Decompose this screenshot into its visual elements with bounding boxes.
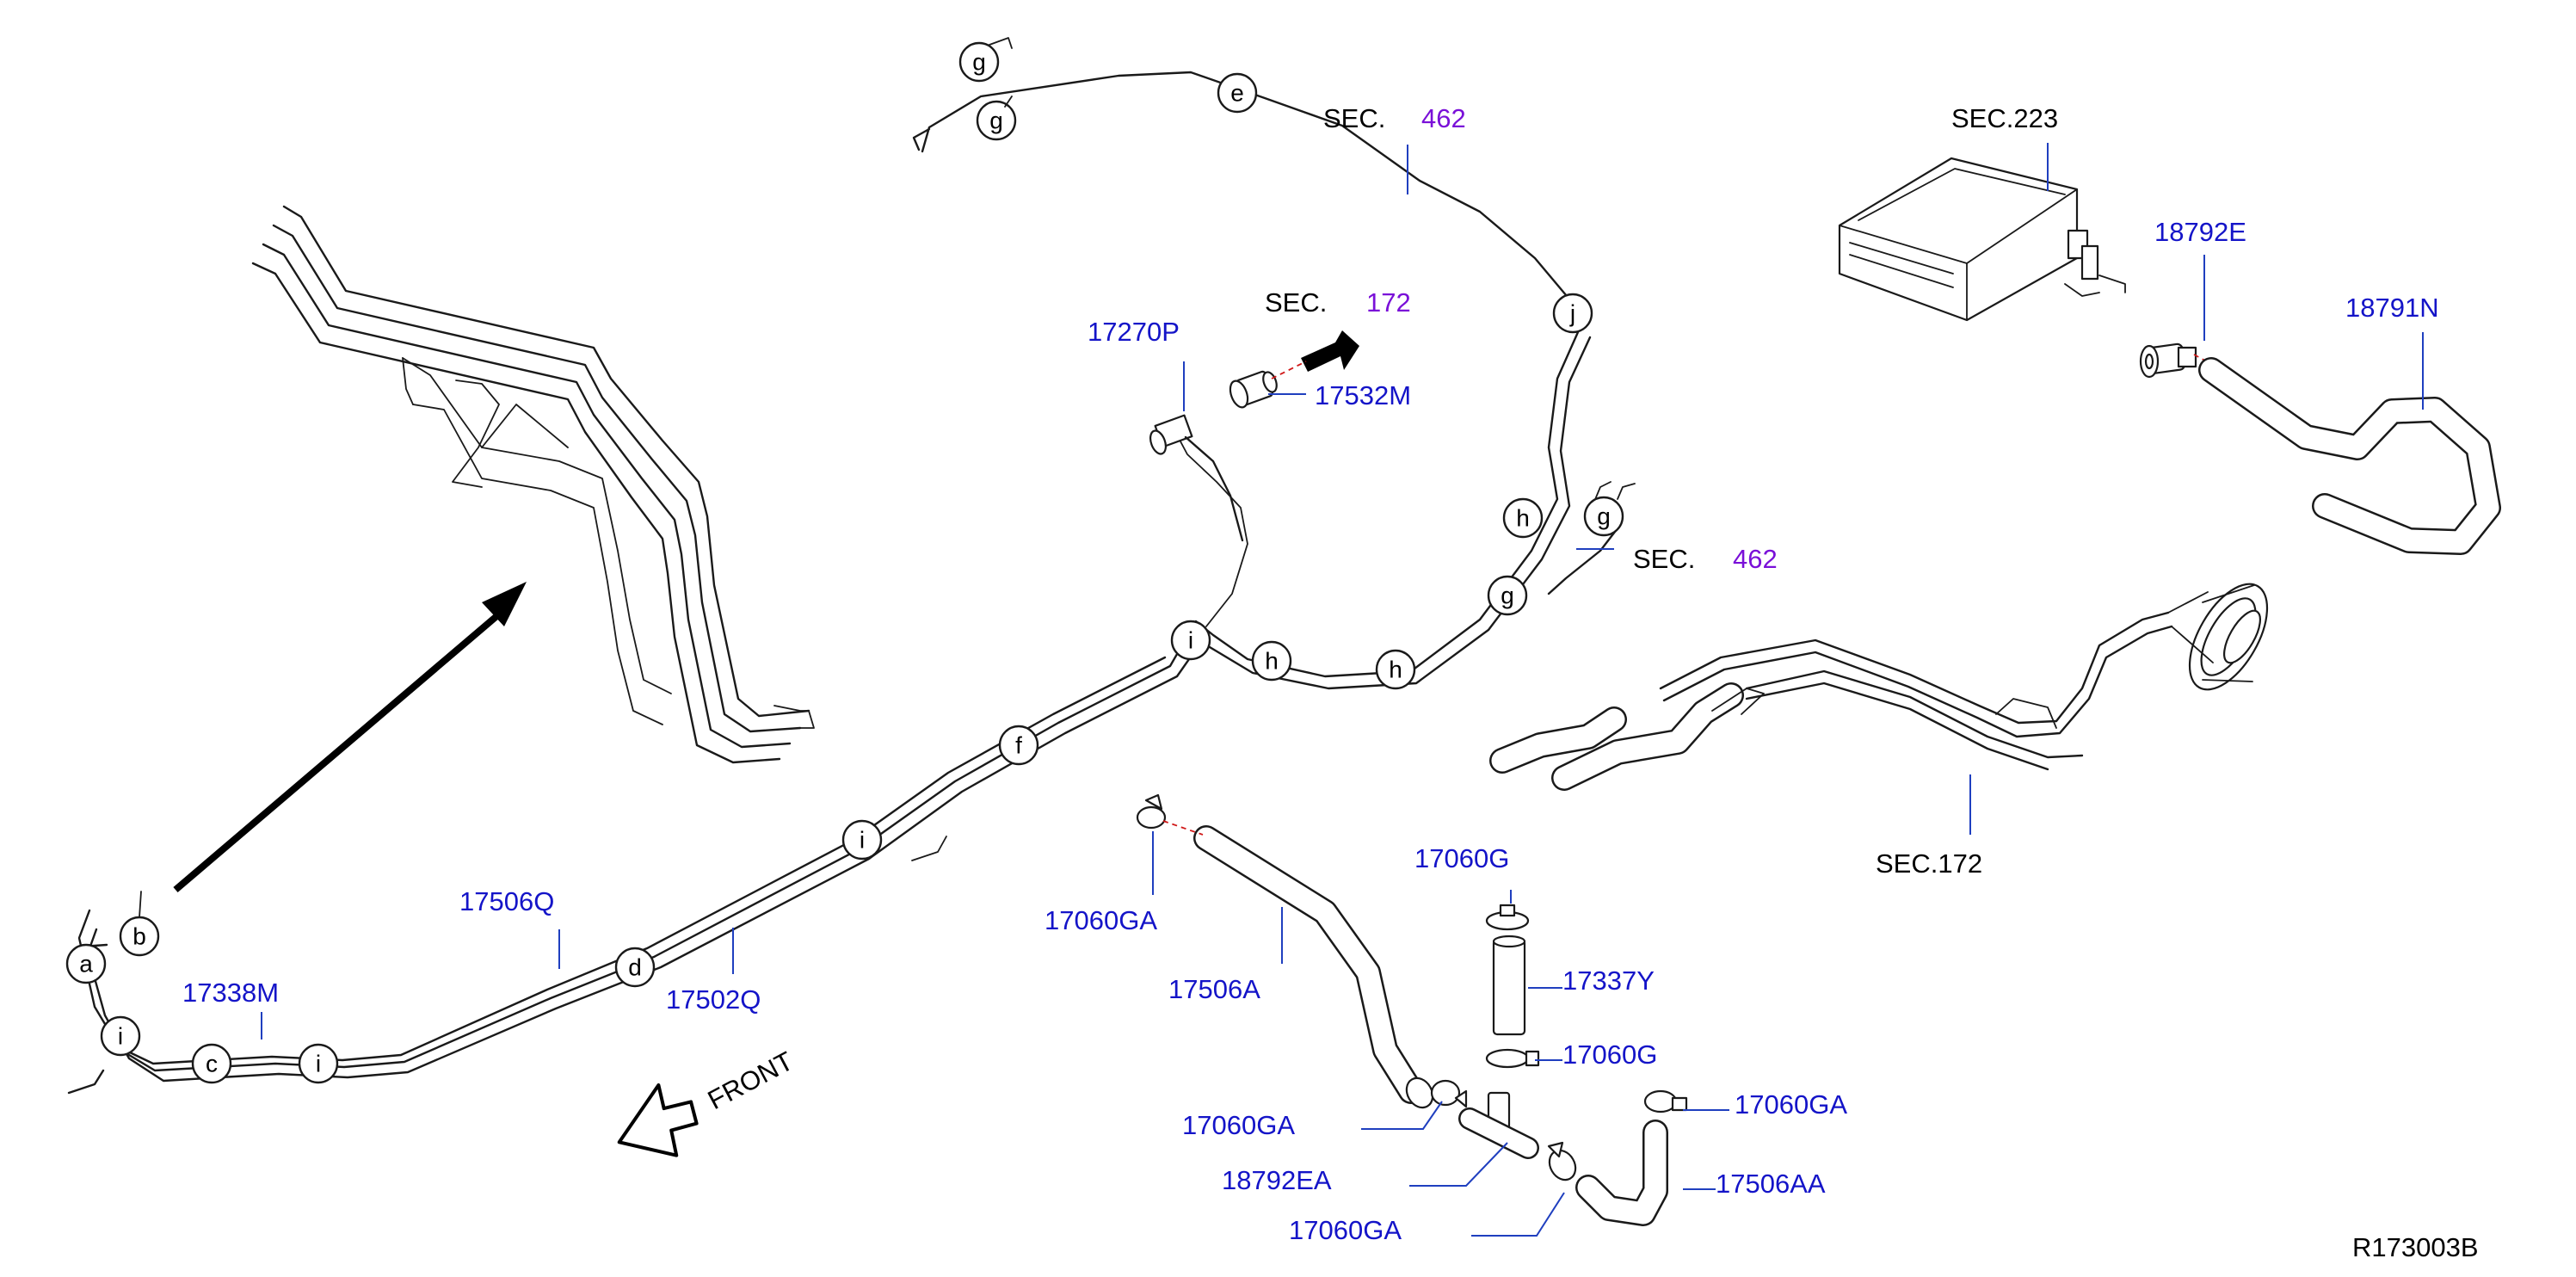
reference-code: R173003B — [2352, 1232, 2479, 1262]
sec-223-label: SEC.223 — [1951, 103, 2058, 133]
label-17060GA-4: 17060GA — [1289, 1215, 1402, 1245]
connector-17270P — [1149, 414, 1244, 542]
svg-text:h: h — [1265, 648, 1279, 675]
sec172-arrow — [1301, 330, 1359, 372]
svg-text:i: i — [1188, 627, 1193, 654]
hose-18791N — [2198, 357, 2501, 555]
label-17060GA-3: 17060GA — [1735, 1089, 1847, 1120]
svg-text:f: f — [1015, 732, 1022, 759]
marker-h3: h — [1375, 649, 1416, 690]
sec-172-upper-label: SEC. 172 — [1265, 287, 1411, 318]
evap-canister — [1838, 157, 2126, 322]
marker-j: j — [1552, 293, 1593, 334]
label-18792E: 18792E — [2154, 217, 2246, 247]
left-tube-bundle — [251, 205, 815, 764]
sec-462-top-label: SEC. 462 — [1323, 103, 1466, 133]
marker-g2: g — [976, 100, 1017, 141]
marker-e: e — [1217, 72, 1258, 114]
marker-i4: i — [100, 1015, 141, 1057]
svg-text:462: 462 — [1733, 544, 1778, 574]
svg-text:c: c — [206, 1051, 218, 1077]
marker-i2: i — [841, 819, 883, 861]
label-17337Y: 17337Y — [1562, 965, 1655, 996]
svg-text:i: i — [118, 1023, 123, 1050]
svg-text:i: i — [316, 1051, 321, 1077]
label-18791N: 18791N — [2345, 293, 2439, 323]
marker-d: d — [614, 947, 656, 988]
label-17060GA-2: 17060GA — [1182, 1110, 1295, 1140]
svg-text:SEC.: SEC. — [1323, 103, 1385, 133]
svg-text:g: g — [989, 108, 1003, 134]
quick-connector-17532M — [1229, 370, 1278, 409]
filler-neck-assembly — [1489, 583, 2269, 791]
hose-17506AA — [1575, 1120, 1668, 1226]
svg-text:j: j — [1569, 300, 1575, 327]
clamp-17060GA-4 — [1547, 1141, 1577, 1181]
label-17060G-2: 17060G — [1562, 1039, 1657, 1070]
clamp-17060GA-3 — [1643, 1089, 1688, 1114]
svg-text:g: g — [972, 49, 986, 76]
marker-f: f — [998, 725, 1039, 766]
svg-text:g: g — [1501, 583, 1514, 609]
marker-g4: g — [1487, 575, 1528, 616]
direction-arrow — [173, 582, 527, 893]
front-label: FRONT — [703, 1046, 798, 1115]
front-indicator: FRONT — [617, 1046, 798, 1157]
svg-text:h: h — [1389, 657, 1402, 683]
marker-c: c — [191, 1043, 232, 1084]
label-17506AA: 17506AA — [1716, 1169, 1826, 1199]
label-17506A: 17506A — [1168, 974, 1260, 1004]
label-17060GA-1: 17060GA — [1045, 905, 1157, 935]
label-17270P: 17270P — [1088, 317, 1180, 347]
marker-a: a — [65, 943, 107, 984]
svg-text:d: d — [628, 954, 642, 981]
marker-g1: g — [958, 41, 1000, 83]
marker-i3: i — [298, 1043, 339, 1084]
svg-text:462: 462 — [1421, 103, 1466, 133]
clamp-17060GA-2 — [1405, 1077, 1468, 1109]
sec-172-lower-label: SEC.172 — [1876, 848, 1982, 879]
svg-text:a: a — [79, 951, 93, 978]
svg-text:e: e — [1230, 80, 1244, 107]
marker-b: b — [119, 916, 160, 957]
label-17060G-1: 17060G — [1414, 843, 1509, 873]
tube-17337Y — [1492, 935, 1526, 1036]
svg-text:SEC.: SEC. — [1633, 544, 1695, 574]
tee-18792EA — [1458, 1091, 1539, 1159]
label-17502Q: 17502Q — [666, 984, 761, 1015]
label-17506Q: 17506Q — [459, 886, 554, 916]
svg-text:g: g — [1597, 503, 1611, 530]
svg-text:h: h — [1516, 505, 1530, 532]
leader-lines — [261, 143, 2424, 1237]
clamp-17060G-1 — [1485, 904, 1530, 931]
clamp-17060GA-1 — [1136, 793, 1167, 830]
svg-text:SEC.: SEC. — [1265, 287, 1327, 318]
svg-text:i: i — [860, 827, 865, 854]
label-17338M: 17338M — [182, 978, 279, 1008]
svg-text:172: 172 — [1366, 287, 1411, 318]
sec-462-right-label: SEC. 462 — [1633, 544, 1778, 574]
marker-h2: h — [1251, 640, 1292, 682]
marker-i1: i — [1170, 620, 1211, 661]
label-18792EA: 18792EA — [1222, 1165, 1332, 1195]
label-17532M: 17532M — [1315, 380, 1411, 410]
connector-18792E — [2139, 342, 2197, 379]
clamp-17060G-2 — [1485, 1048, 1540, 1069]
marker-g3: g — [1583, 496, 1624, 537]
hose-17506A — [1193, 825, 1424, 1104]
svg-text:b: b — [132, 923, 146, 950]
main-fuel-line — [67, 71, 1592, 1095]
marker-h1: h — [1502, 497, 1544, 539]
